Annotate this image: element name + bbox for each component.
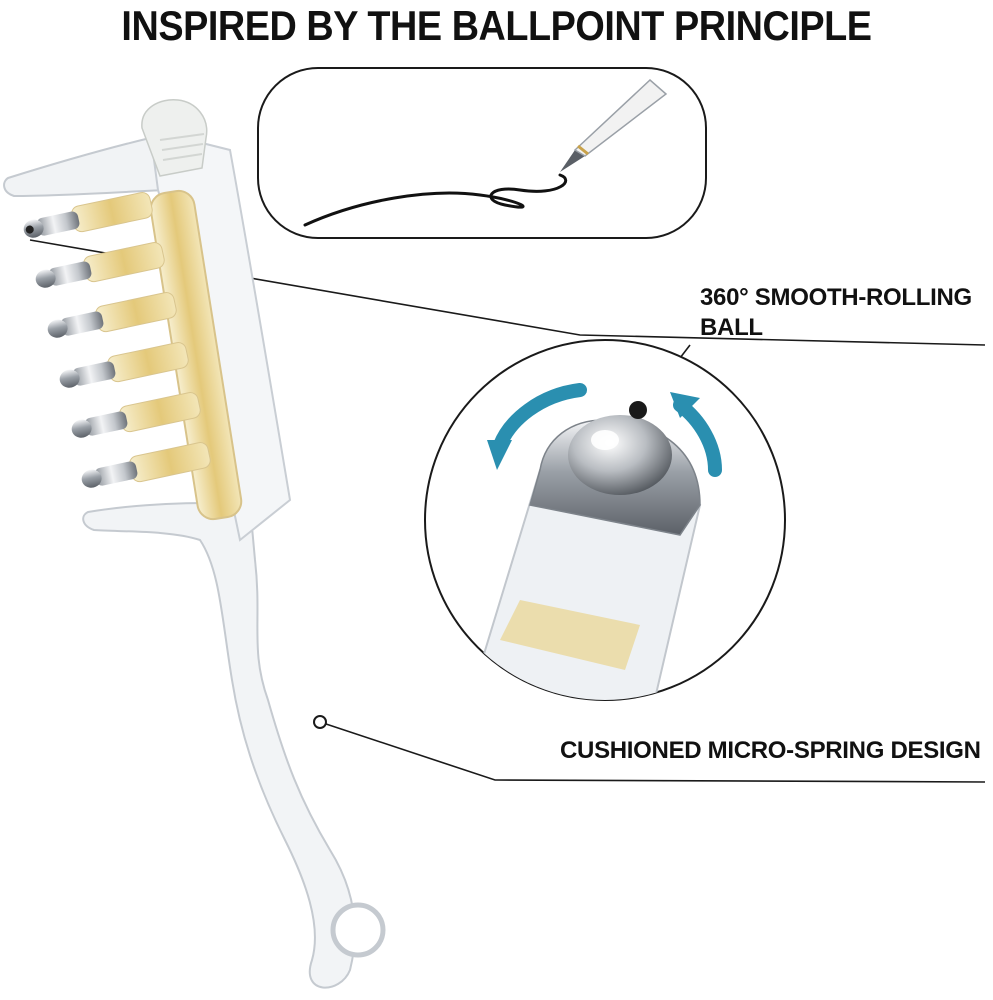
rolling-ball-callout: 360° SMOOTH-ROLLING BALL [700, 283, 980, 343]
rolling-ball-callout-line1: 360° SMOOTH-ROLLING [700, 284, 972, 311]
roller-tips [23, 192, 211, 488]
page-title: INSPIRED BY THE BALLPOINT PRINCIPLE [121, 2, 872, 49]
ballpoint-pen-icon [560, 78, 668, 172]
applicator-comb [3, 99, 386, 989]
ballpoint-pen-panel [257, 67, 707, 239]
micro-spring-callout: CUSHIONED MICRO-SPRING DESIGN [560, 737, 981, 764]
rolling-ball-callout-line2: BALL [700, 314, 763, 341]
magnified-ball-view [424, 339, 786, 701]
